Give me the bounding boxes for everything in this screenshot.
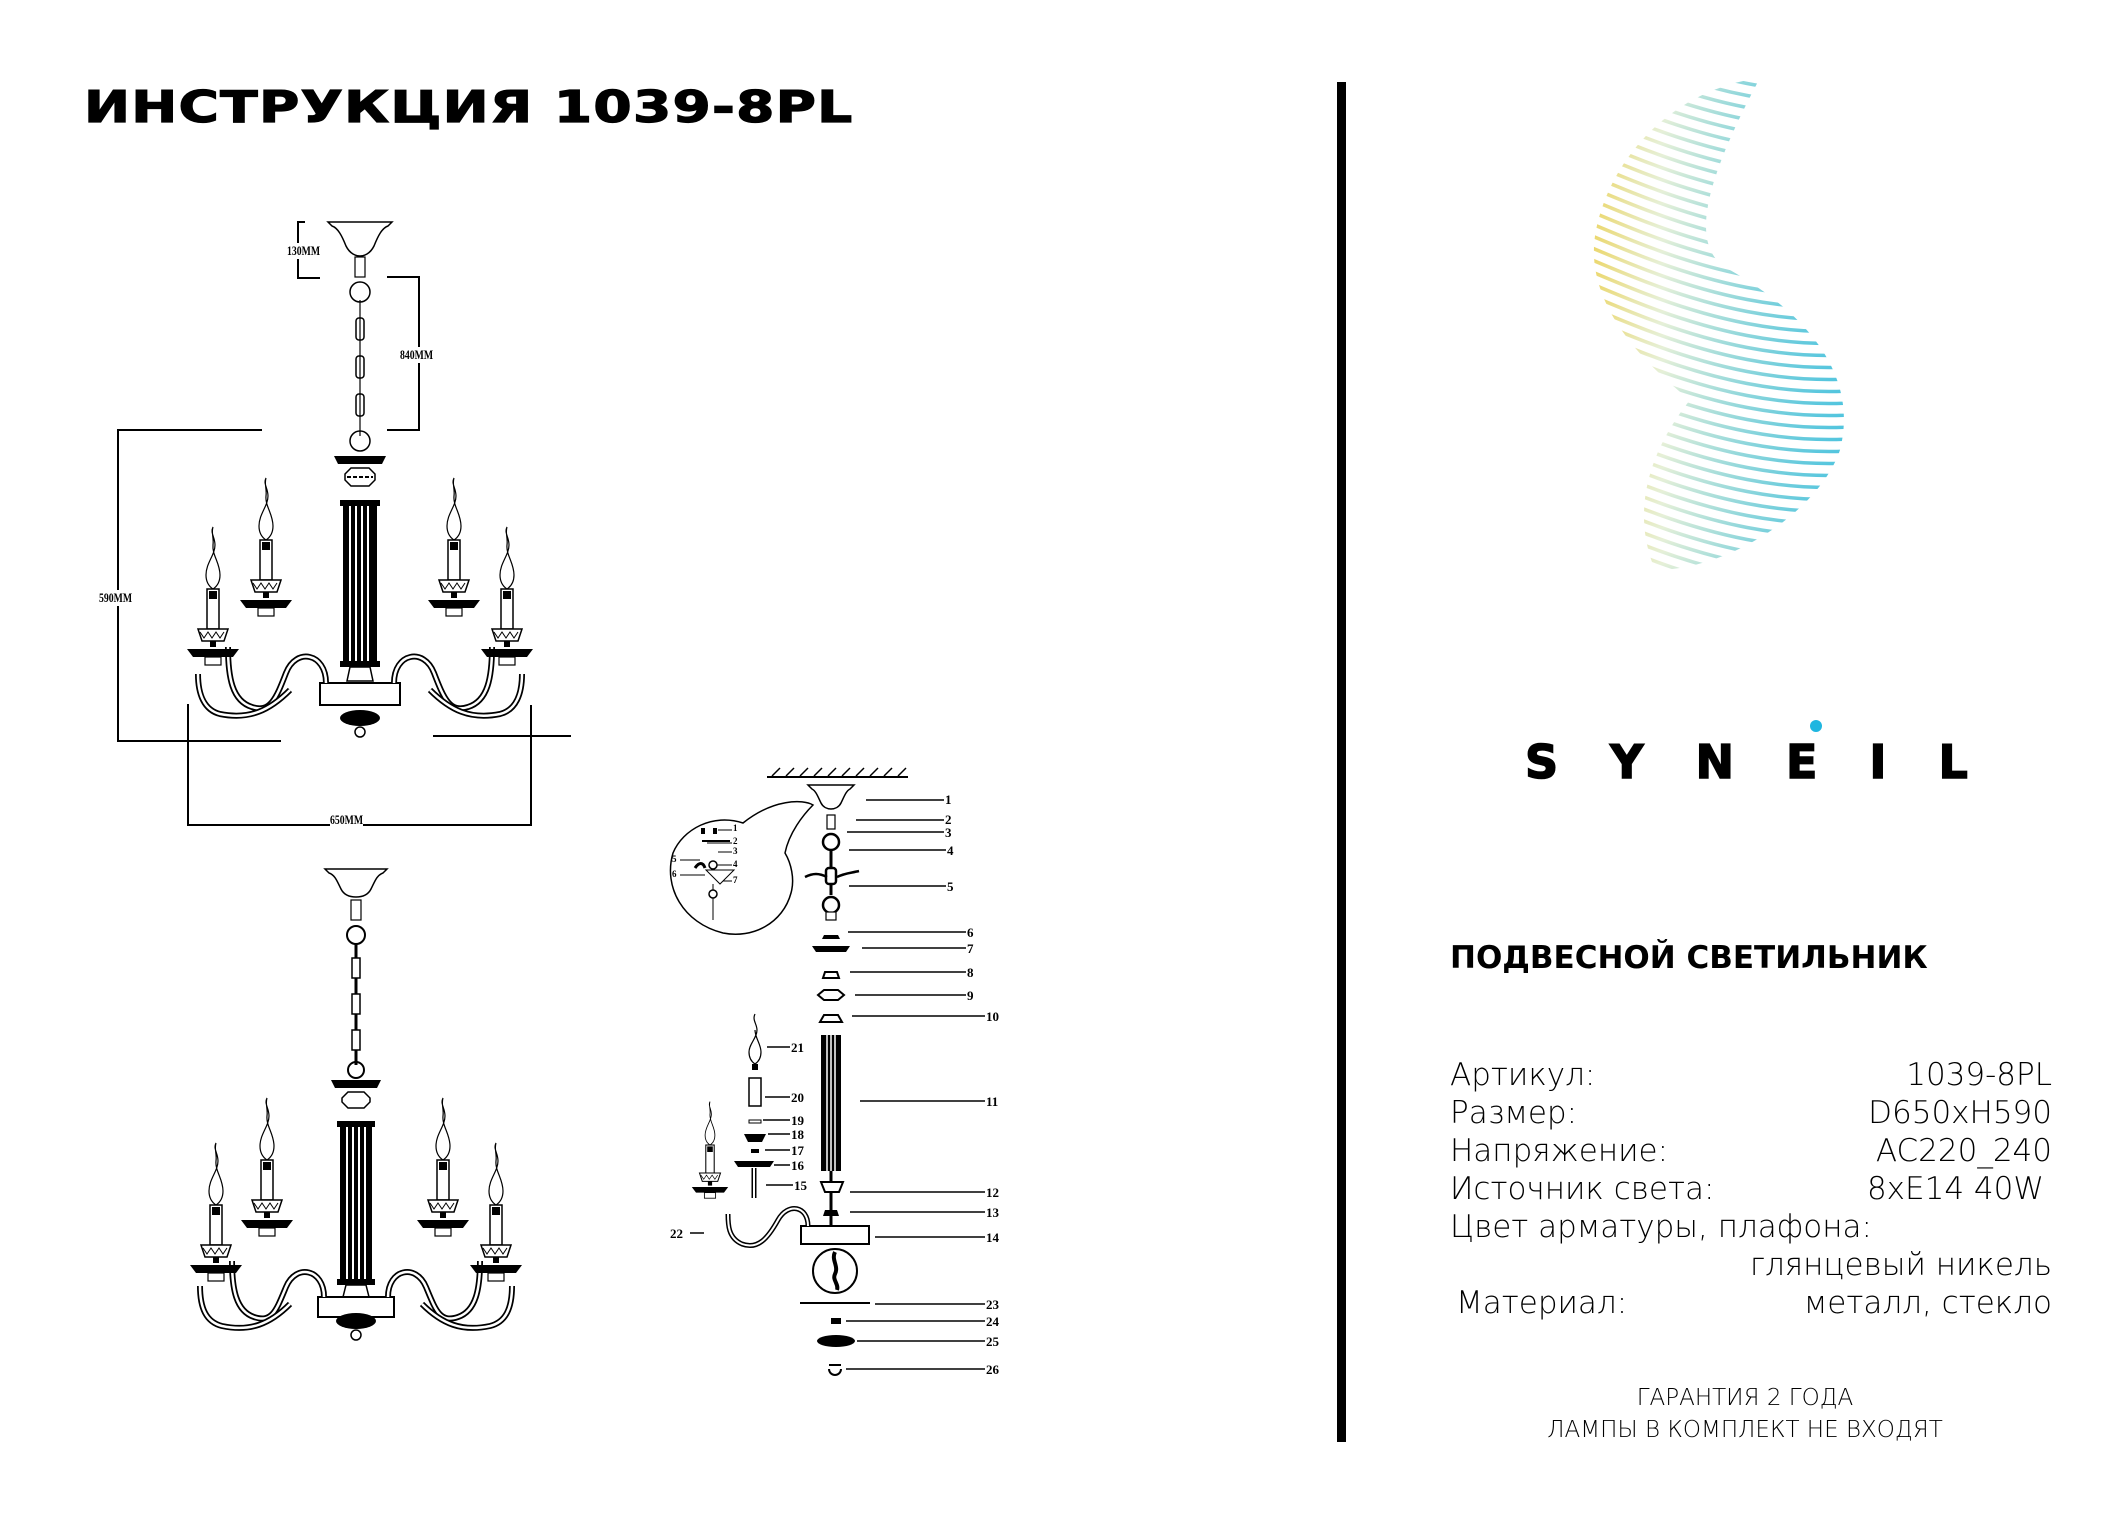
spec-value: металл, стекло [1803, 1285, 2052, 1321]
part-label-20: 20 [791, 1090, 804, 1105]
part-label-6: 6 [967, 925, 974, 940]
detail-label-5: 5 [672, 854, 677, 864]
spec-label: Размер: [1450, 1095, 1578, 1131]
spec-label: Артикул: [1450, 1057, 1596, 1093]
spec-value: 1039-8PL [1906, 1057, 2052, 1093]
part-label-23: 23 [986, 1297, 999, 1312]
spec-label: Цвет арматуры, плафона: [1450, 1209, 1872, 1245]
dimension-diameter: 650MM [330, 812, 364, 828]
spec-row-article: Артикул: 1039-8PL [1450, 1056, 2052, 1094]
spec-row-material: Материал: металл, стекло [1450, 1284, 2052, 1322]
spec-row-color-value: глянцевый никель [1450, 1246, 2052, 1284]
part-label-12: 12 [986, 1185, 999, 1200]
part-label-11: 11 [986, 1094, 999, 1109]
part-label-19: 19 [791, 1113, 804, 1128]
document-title: ИНСТРУКЦИЯ 1039-8PL [83, 81, 854, 133]
detail-label-1: 1 [733, 823, 738, 833]
part-label-8: 8 [967, 965, 974, 980]
part-label-2: 2 [945, 812, 952, 827]
part-label-4: 4 [947, 843, 954, 858]
part-label-22: 22 [670, 1226, 683, 1241]
spec-row-voltage: Напряжение: AC220_240 [1450, 1132, 2052, 1170]
part-label-25: 25 [986, 1334, 999, 1349]
dimension-height: 590MM [99, 590, 133, 606]
part-label-18: 18 [791, 1127, 804, 1142]
page-divider [1337, 82, 1346, 1442]
product-type-heading: ПОДВЕСНОЙ СВЕТИЛЬНИК [1450, 940, 1928, 976]
spec-value: 8xE14 40W [1866, 1171, 2044, 1207]
chandelier-assembled-drawing [189, 868, 523, 1341]
footer-notes: ГАРАНТИЯ 2 ГОДА ЛАМПЫ В КОМПЛЕКТ НЕ ВХОД… [1450, 1382, 2040, 1446]
lamps-not-included-note: ЛАМПЫ В КОМПЛЕКТ НЕ ВХОДЯТ [1547, 1417, 1943, 1443]
part-label-16: 16 [791, 1158, 804, 1173]
brand-wordmark: SYNEIL [1524, 734, 2020, 790]
part-label-5: 5 [947, 879, 954, 894]
spec-value: AC220_240 [1875, 1133, 2052, 1169]
chandelier-dimension-drawing [117, 221, 571, 826]
detail-label-7: 7 [733, 875, 738, 885]
warranty-note: ГАРАНТИЯ 2 ГОДА [1636, 1385, 1854, 1411]
part-label-17: 17 [791, 1143, 804, 1158]
part-label-9: 9 [967, 988, 974, 1003]
spec-row-light-source: Источник света: 8xE14 40W [1450, 1170, 2052, 1208]
part-label-24: 24 [986, 1314, 999, 1329]
spec-label: Источник света: [1450, 1171, 1715, 1207]
exploded-parts-diagram [669, 767, 985, 1376]
part-label-1: 1 [945, 792, 952, 807]
part-label-21: 21 [791, 1040, 804, 1055]
dimension-canopy-height: 130MM [287, 243, 321, 259]
part-label-14: 14 [986, 1230, 999, 1245]
spec-table: Артикул: 1039-8PL Размер: D650xH590 Напр… [1450, 1056, 2052, 1322]
spec-row-size: Размер: D650xH590 [1450, 1094, 2052, 1132]
spec-label: Напряжение: [1450, 1133, 1669, 1169]
spec-row-color: Цвет арматуры, плафона: [1450, 1208, 2052, 1246]
part-label-7: 7 [967, 941, 974, 956]
part-label-13: 13 [986, 1205, 999, 1220]
brand-logo-icon [1593, 78, 1844, 570]
part-label-26: 26 [986, 1362, 999, 1377]
part-label-10: 10 [986, 1009, 999, 1024]
dimension-chain-length: 840MM [400, 347, 434, 363]
part-label-15: 15 [794, 1178, 807, 1193]
detail-label-4: 4 [733, 859, 738, 869]
part-label-3: 3 [945, 825, 952, 840]
brand-dot-icon [1810, 720, 1822, 732]
spec-value: D650xH590 [1868, 1095, 2052, 1131]
detail-label-2: 2 [733, 836, 738, 846]
detail-label-3: 3 [733, 846, 738, 856]
detail-label-6: 6 [672, 869, 677, 879]
spec-label: Материал: [1456, 1285, 1628, 1321]
spec-value: глянцевый никель [1749, 1247, 2052, 1283]
